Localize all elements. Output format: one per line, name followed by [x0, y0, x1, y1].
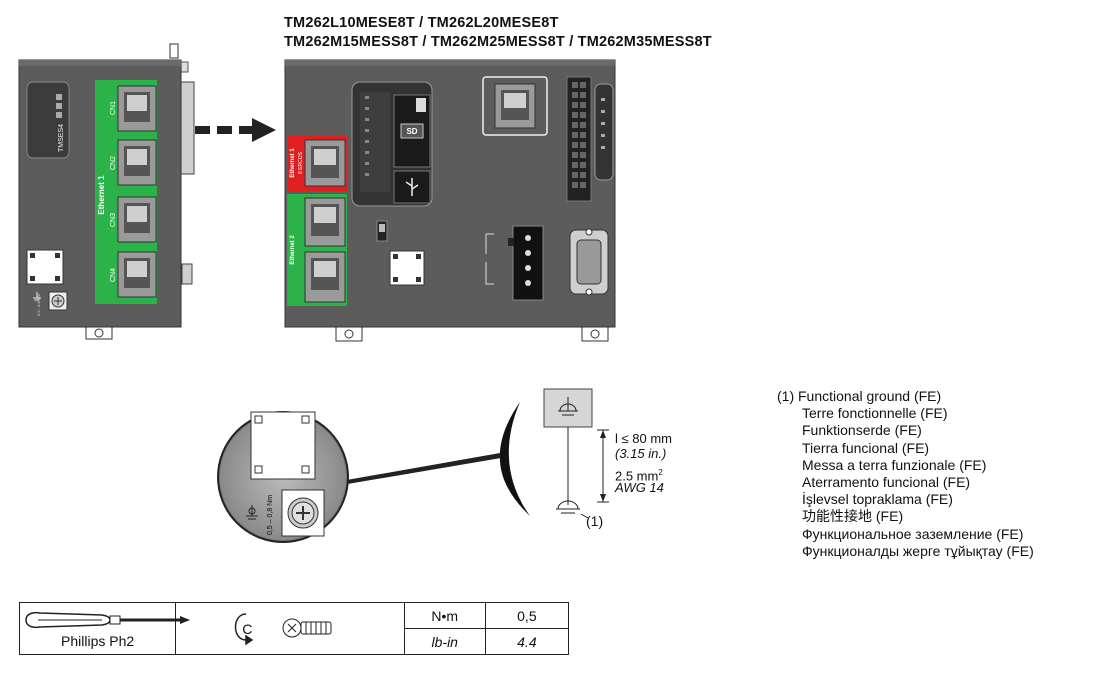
legend-entry: Tierra funcional (FE) — [802, 440, 930, 456]
controller-port1-sublabel: 8 ERCOS — [298, 151, 304, 174]
port-label-cn1: CN1 — [110, 101, 117, 115]
value-nm: 0,5 — [484, 602, 570, 629]
wire-section-sup: 2 — [658, 468, 663, 477]
legend-entry: Terre fonctionnelle (FE) — [802, 405, 948, 421]
wire-section-value: 2.5 mm — [615, 468, 659, 484]
ground-marker: (1) — [586, 513, 604, 529]
legend-entry: Функциональное заземление (FE) — [802, 526, 1024, 542]
callout-torque-label: 0,5 – 0,8 Nm — [267, 495, 274, 535]
usb-icon — [405, 178, 419, 196]
rotation-label: C — [242, 620, 253, 637]
tmses4-label: TMSES4 — [58, 124, 65, 152]
module-torque-label: 0.5 - 0.8 Nm — [36, 293, 41, 316]
controller-port1-label: Ethernet 1 — [290, 148, 296, 178]
tmses4-module — [18, 43, 195, 340]
module-ground-icon — [33, 292, 41, 301]
controller-body — [284, 59, 616, 342]
ground-wire-figure — [543, 388, 609, 519]
legend-entry: Aterramento funcional (FE) — [802, 474, 971, 490]
wire-length-inches: (3.15 in.) — [615, 446, 667, 461]
tool-label: Phillips Ph2 — [61, 633, 135, 649]
sd-card-label: SD — [406, 127, 417, 136]
controller-port2-label: Ethernet 2 — [290, 235, 296, 265]
models-title-line1: TM262L10MESE8T / TM262L20MESE8T — [284, 15, 559, 31]
tool-cell: Phillips Ph2 — [18, 602, 177, 655]
insert-arrow-icon — [195, 118, 276, 142]
legend-entry: Funktionserde (FE) — [802, 422, 922, 438]
wire-awg: AWG 14 — [615, 480, 664, 495]
legend-entry: 功能性接地 (FE) — [802, 508, 904, 524]
ground-terminal-icon — [556, 500, 580, 514]
wire-length: l ≤ 80 mm — [615, 431, 672, 446]
port-label-cn2: CN2 — [110, 156, 117, 170]
callout-ground-icon — [246, 505, 258, 520]
zoom-callout — [217, 402, 530, 543]
torque-table: Phillips Ph2 C N•m 0,5 lb-in 4.4 — [18, 602, 570, 655]
ground-symbol-icon — [558, 397, 578, 416]
unit-lbin: lb-in — [403, 628, 486, 655]
legend-entry: Функционалды жерге тұйықтау (FE) — [802, 543, 1034, 559]
rotation-cell: C — [175, 602, 405, 655]
legend-entry: İşlevsel topraklama (FE) — [802, 491, 953, 507]
wire-section: 2.5 mm2 — [615, 465, 663, 483]
models-title-line2: TM262M15MESS8T / TM262M25MESS8T / TM262M… — [284, 34, 712, 50]
legend-entry: (1) Functional ground (FE) — [777, 388, 942, 404]
value-lbin: 4.4 — [484, 628, 570, 655]
legend-entry: Messa a terra funzionale (FE) — [802, 457, 987, 473]
port-label-cn3: CN3 — [110, 213, 117, 227]
unit-nm: N•m — [403, 602, 486, 629]
port-label-cn4: CN4 — [110, 268, 117, 282]
ethernet1-side-label: Ethernet 1 — [97, 175, 106, 215]
